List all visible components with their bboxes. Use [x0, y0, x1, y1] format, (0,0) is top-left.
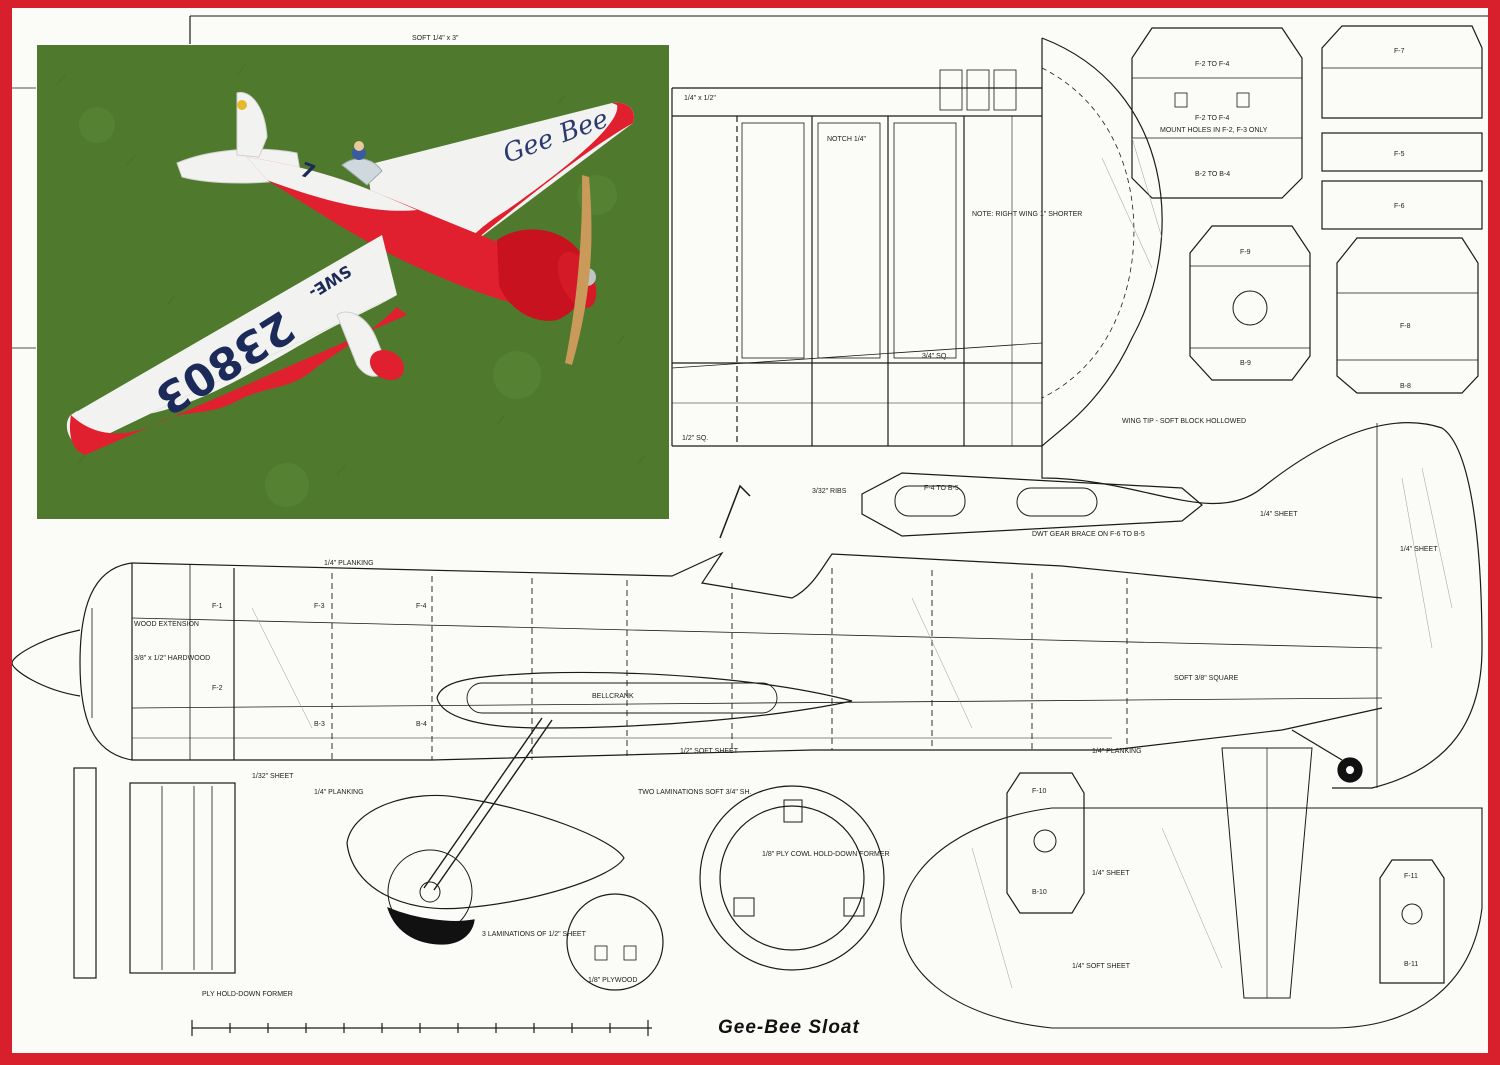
label-f5: F-5: [1394, 151, 1405, 158]
label-f4-b5: F-4 TO B-5: [924, 485, 959, 492]
wing-plan: [671, 37, 1163, 447]
stabilizer: [900, 747, 1483, 1029]
label-wood-ext: WOOD EXTENSION: [134, 621, 199, 628]
label-f4: F-4: [416, 603, 427, 610]
label-notch: NOTCH 1/4": [827, 136, 867, 143]
label-soft-sheet-stab: 1/4" SOFT SHEET: [1072, 963, 1131, 970]
label-f8: F-8: [1400, 323, 1411, 330]
wheel-pant: [346, 717, 625, 935]
plan-title: Gee-Bee Sloat: [718, 1017, 860, 1038]
label-ply-small: 1/8" PLYWOOD: [588, 977, 637, 984]
propeller: [565, 175, 592, 365]
label-sheet-fin-2: 1/4" SHEET: [1400, 546, 1438, 553]
label-b3: B-3: [314, 721, 325, 728]
label-planking-wheel: 1/4" PLANKING: [314, 789, 364, 796]
label-spar: 1/4" x 1/2": [684, 95, 716, 102]
label-soft-sq: SOFT 3/8" SQUARE: [1174, 675, 1239, 682]
label-two-lams: TWO LAMINATIONS SOFT 3/4" SH.: [638, 789, 752, 796]
small-former: [566, 893, 664, 991]
label-f2: F-2: [212, 685, 223, 692]
model-photo: Gee Bee 7 23803 SWE-: [36, 44, 670, 520]
label-sheet-fin: 1/4" SHEET: [1260, 511, 1298, 518]
label-half-soft-sheet: 1/2" SOFT SHEET: [680, 748, 739, 755]
cowl: [497, 229, 588, 321]
label-ribs: 3/32" RIBS: [812, 488, 847, 495]
former-parts: [1131, 25, 1483, 394]
label-wing-tip: WING TIP - SOFT BLOCK HOLLOWED: [1122, 418, 1246, 425]
label-f3: F-3: [314, 603, 325, 610]
label-ply-cowl: 1/8" PLY COWL HOLD-DOWN FORMER: [762, 851, 890, 858]
label-sheet-stab: 1/4" SHEET: [1092, 870, 1130, 877]
label-soft-top: SOFT 1/4" x 3": [412, 35, 459, 42]
label-f11: F-11: [1404, 873, 1418, 880]
label-note: NOTE: RIGHT WING 1" SHORTER: [972, 211, 1082, 218]
wheel: [387, 906, 475, 945]
label-f7: F-7: [1394, 48, 1405, 55]
label-f1: F-1: [212, 603, 223, 610]
label-planking-top: 1/4" PLANKING: [324, 560, 374, 567]
scale-ruler: [191, 1020, 652, 1036]
label-three-lams: 3 LAMINATIONS OF 1/2" SHEET: [482, 931, 587, 938]
model-photo-illustration: Gee Bee 7 23803 SWE-: [37, 45, 669, 519]
label-f10: F-10: [1032, 788, 1047, 795]
plan-drawing: SOFT 1/4" x 3" 1/4" x 1/2" NOTCH 1/4" NO…: [12, 15, 1488, 1036]
gear-brace: [861, 472, 1203, 537]
label-f2-f4b: F-2 TO F-4: [1195, 115, 1229, 122]
label-b10: B-10: [1032, 889, 1047, 896]
label-b2-b4: B-2 TO B-4: [1195, 171, 1230, 178]
label-mount-holes: MOUNT HOLES IN F-2, F-3 ONLY: [1160, 127, 1268, 134]
label-f6: F-6: [1394, 203, 1405, 210]
label-wing-sq: 3/4" SQ.: [922, 353, 948, 360]
label-b9: B-9: [1240, 360, 1251, 367]
label-b11: B-11: [1404, 961, 1418, 968]
cowl-former-ring: [699, 785, 885, 971]
label-half-sq: 1/2" SQ.: [682, 435, 708, 442]
label-gear-brace: DWT GEAR BRACE ON F-6 TO B-5: [1032, 531, 1145, 538]
tail-fin: [1041, 422, 1483, 789]
label-hardwood: 3/8" x 1/2" HARDWOOD: [134, 655, 210, 662]
hold-down-former: [73, 767, 236, 979]
label-f2-f4: F-2 TO F-4: [1195, 61, 1229, 68]
left-wing: [66, 235, 397, 447]
label-sheet-1-32: 1/32" SHEET: [252, 773, 294, 780]
label-planking-bottom: 1/4" PLANKING: [1092, 748, 1142, 755]
label-bellcrank: BELLCRANK: [592, 693, 634, 700]
label-f9: F-9: [1240, 249, 1251, 256]
label-b8: B-8: [1400, 383, 1411, 390]
fuselage-side: [12, 551, 1383, 761]
label-ply-hold: PLY HOLD-DOWN FORMER: [202, 991, 293, 998]
label-b4: B-4: [416, 721, 427, 728]
